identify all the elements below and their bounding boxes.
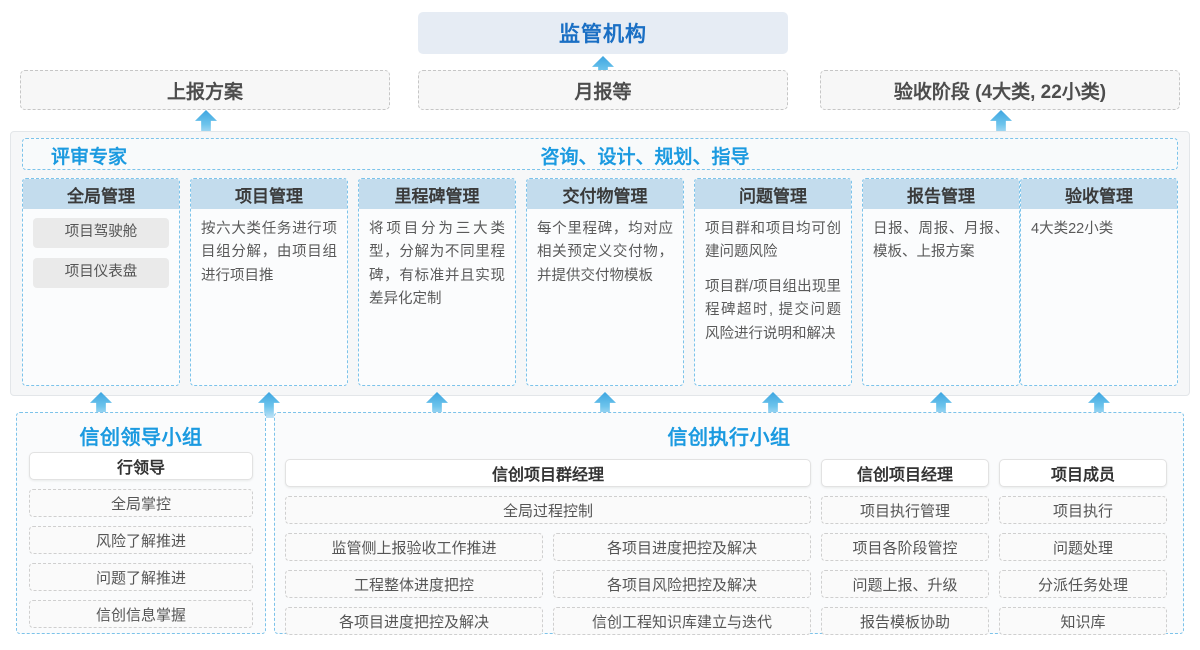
column-paragraph-4-0: 项目群和项目均可创建问题风险 [705,221,841,261]
chip-cockpit[interactable]: 项目驾驶舱 [33,218,169,248]
capability-column-deliverable[interactable]: 交付物管理 每个里程碑，均对应相关预定义交付物，并提供交付物模板 [526,178,684,386]
report-label-1: 月报等 [574,81,632,103]
column-paragraph-5-0: 日报、周报、月报、模板、上报方案 [873,221,1009,261]
panel-header: 评审专家 咨询、设计、规划、指导 [22,138,1178,170]
program-manager-right-column: 各项目进度把控及解决 各项目风险把控及解决 信创工程知识库建立与迭代 [553,533,811,635]
capability-column-acceptance[interactable]: 验收管理 4大类22小类 [1020,178,1178,386]
column-body-6: 4大类22小类 [1021,209,1177,247]
program-manager-left-item-1[interactable]: 工程整体进度把控 [285,570,543,598]
column-body-5: 日报、周报、月报、模板、上报方案 [863,209,1019,271]
column-title-4: 问题管理 [695,179,851,209]
column-body-0: 项目驾驶舱 项目仪表盘 [23,209,179,304]
program-manager-left-column: 监管侧上报验收工作推进 工程整体进度把控 各项目进度把控及解决 [285,533,543,635]
column-title-5: 报告管理 [863,179,1019,209]
column-body-2: 将项目分为三大类型，分解为不同里程碑，有标准并且实现差异化定制 [359,209,515,318]
project-manager-block: 信创项目经理 项目执行管理 项目各阶段管控 问题上报、升级 报告模板协助 [821,459,989,635]
column-title-1: 项目管理 [191,179,347,209]
report-label-0: 上报方案 [166,81,243,103]
exec-group-grid: 信创项目群经理 全局过程控制 监管侧上报验收工作推进 工程整体进度把控 各项目进… [285,459,1173,635]
leader-item-1[interactable]: 风险了解推进 [29,526,253,554]
regulator-label: 监管机构 [559,23,647,46]
column-body-3: 每个里程碑，均对应相关预定义交付物，并提供交付物模板 [527,209,683,294]
project-manager-item-2[interactable]: 问题上报、升级 [821,570,989,598]
project-manager-role-head[interactable]: 信创项目经理 [821,459,989,487]
report-box-plan[interactable]: 上报方案 [20,70,390,110]
members-block: 项目成员 项目执行 问题处理 分派任务处理 知识库 [999,459,1167,635]
column-paragraph-1-0: 按六大类任务进行项目组分解，由项目组进行项目推 [201,221,337,284]
chip-dashboard[interactable]: 项目仪表盘 [33,258,169,288]
project-manager-item-3[interactable]: 报告模板协助 [821,607,989,635]
column-paragraph-3-0: 每个里程碑，均对应相关预定义交付物，并提供交付物模板 [537,221,673,284]
panel-header-left-label: 评审专家 [51,147,128,168]
program-manager-wide-item[interactable]: 全局过程控制 [285,496,811,524]
column-paragraph-4-1: 项目群/项目组出现里程碑超时, 提交问题风险进行说明和解决 [705,278,841,342]
leader-role-head[interactable]: 行领导 [29,452,253,480]
column-title-3: 交付物管理 [527,179,683,209]
capability-column-global[interactable]: 全局管理 项目驾驶舱 项目仪表盘 [22,178,180,386]
program-manager-right-item-1[interactable]: 各项目风险把控及解决 [553,570,811,598]
capability-column-project[interactable]: 项目管理 按六大类任务进行项目组分解，由项目组进行项目推 [190,178,348,386]
column-paragraph-2-0: 将项目分为三大类型，分解为不同里程碑，有标准并且实现差异化定制 [369,221,505,308]
leader-group-title: 信创领导小组 [79,427,203,449]
program-manager-right-item-2[interactable]: 信创工程知识库建立与迭代 [553,607,811,635]
column-title-2: 里程碑管理 [359,179,515,209]
column-body-4: 项目群和项目均可创建问题风险 项目群/项目组出现里程碑超时, 提交问题风险进行说… [695,209,851,352]
members-role-head[interactable]: 项目成员 [999,459,1167,487]
leader-group-inner: 行领导 全局掌控 风险了解推进 问题了解推进 信创信息掌握 [17,452,265,628]
project-manager-item-0[interactable]: 项目执行管理 [821,496,989,524]
program-manager-role-head[interactable]: 信创项目群经理 [285,459,811,487]
column-title-6: 验收管理 [1021,179,1177,209]
report-box-monthly[interactable]: 月报等 [418,70,788,110]
panel-header-center-label: 咨询、设计、规划、指导 [540,147,750,168]
regulator-box: 监管机构 [418,12,788,54]
leader-group-box: 信创领导小组 行领导 全局掌控 风险了解推进 问题了解推进 信创信息掌握 [16,412,266,634]
members-item-1[interactable]: 问题处理 [999,533,1167,561]
column-title-0: 全局管理 [23,179,179,209]
members-item-3[interactable]: 知识库 [999,607,1167,635]
exec-group-title: 信创执行小组 [667,427,791,449]
project-manager-item-1[interactable]: 项目各阶段管控 [821,533,989,561]
program-manager-columns: 监管侧上报验收工作推进 工程整体进度把控 各项目进度把控及解决 各项目进度把控及… [285,533,811,635]
program-manager-right-item-0[interactable]: 各项目进度把控及解决 [553,533,811,561]
column-paragraph-6-0: 4大类22小类 [1031,221,1114,237]
report-box-acceptance[interactable]: 验收阶段 (4大类, 22小类) [820,70,1180,110]
program-manager-left-item-2[interactable]: 各项目进度把控及解决 [285,607,543,635]
report-row: 上报方案 月报等 验收阶段 (4大类, 22小类) [0,70,1200,110]
program-manager-left-item-0[interactable]: 监管侧上报验收工作推进 [285,533,543,561]
program-manager-block: 信创项目群经理 全局过程控制 监管侧上报验收工作推进 工程整体进度把控 各项目进… [285,459,811,635]
column-body-1: 按六大类任务进行项目组分解，由项目组进行项目推 [191,209,347,294]
members-item-0[interactable]: 项目执行 [999,496,1167,524]
leader-item-0[interactable]: 全局掌控 [29,489,253,517]
report-label-2: 验收阶段 (4大类, 22小类) [893,81,1107,103]
leader-item-3[interactable]: 信创信息掌握 [29,600,253,628]
capability-column-report[interactable]: 报告管理 日报、周报、月报、模板、上报方案 [862,178,1020,386]
members-item-2[interactable]: 分派任务处理 [999,570,1167,598]
exec-group-box: 信创执行小组 信创项目群经理 全局过程控制 监管侧上报验收工作推进 工程整体进度… [274,412,1184,635]
capability-column-milestone[interactable]: 里程碑管理 将项目分为三大类型，分解为不同里程碑，有标准并且实现差异化定制 [358,178,516,386]
leader-item-2[interactable]: 问题了解推进 [29,563,253,591]
capability-column-issue[interactable]: 问题管理 项目群和项目均可创建问题风险 项目群/项目组出现里程碑超时, 提交问题… [694,178,852,386]
